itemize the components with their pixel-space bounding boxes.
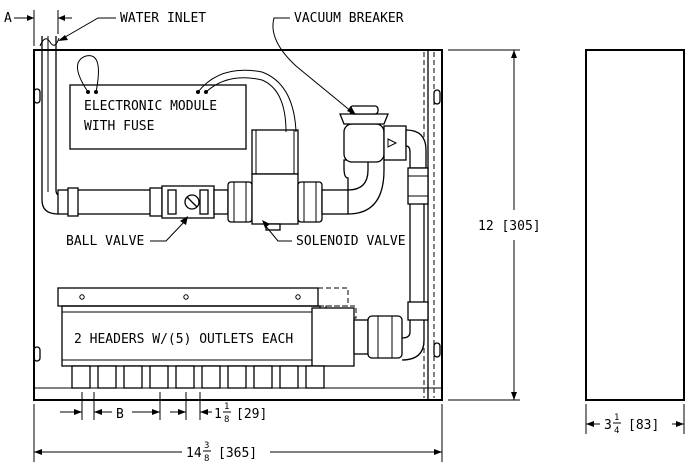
wire xyxy=(197,69,297,133)
side-outline xyxy=(585,49,685,401)
wire xyxy=(77,55,99,93)
outlet xyxy=(123,365,143,389)
outlet xyxy=(71,365,91,389)
solenoid-valve-label: SOLENOID VALVE xyxy=(296,234,406,249)
solenoid-valve-body xyxy=(251,173,299,225)
outlet xyxy=(253,365,273,389)
union xyxy=(407,301,429,321)
outlet xyxy=(279,365,299,389)
breaker-cap xyxy=(339,113,389,125)
hinge-flange xyxy=(427,49,443,401)
outlet xyxy=(97,365,117,389)
elbow xyxy=(405,129,427,169)
dim-a-label: A xyxy=(4,11,12,26)
pipe-segment xyxy=(321,189,349,215)
fitting xyxy=(353,319,369,355)
width-mm: [365] xyxy=(218,446,257,461)
outlet xyxy=(305,365,325,389)
union xyxy=(407,167,429,205)
callouts: A WATER INLET VACUUM BREAKER BALL VALVE … xyxy=(4,10,406,249)
water-inlet-pipe xyxy=(39,36,63,215)
solenoid-inlet-nut xyxy=(227,181,253,223)
down-pipe xyxy=(401,167,429,361)
vacuum-breaker-label: VACUUM BREAKER xyxy=(294,11,404,26)
module-label-line1: ELECTRONIC MODULE xyxy=(84,99,217,114)
coupling xyxy=(67,187,79,217)
electronic-module: ELECTRONIC MODULE WITH FUSE xyxy=(69,55,297,150)
ball-valve-nut xyxy=(167,189,177,215)
dim-b-label: B xyxy=(116,407,124,422)
depth-fraction-num: 1 xyxy=(614,413,619,423)
flow-arrow xyxy=(387,138,398,148)
module-box xyxy=(69,84,247,150)
solenoid-coil xyxy=(251,129,299,175)
mounting-slot xyxy=(433,89,441,105)
depth-fraction-den: 4 xyxy=(614,426,619,436)
spacing-fraction-num: 1 xyxy=(224,402,229,412)
width-fraction-num: 3 xyxy=(204,441,209,451)
union-nut xyxy=(367,315,403,359)
outlet xyxy=(175,365,195,389)
vacuum-breaker xyxy=(339,105,427,169)
module-label-line2: WITH FUSE xyxy=(84,119,154,134)
header-end-cap xyxy=(311,307,355,367)
ball-valve-label: BALL VALVE xyxy=(66,234,144,249)
spacing-whole: 1 xyxy=(214,407,222,422)
depth-mm: [83] xyxy=(628,418,659,433)
mounting-slot xyxy=(33,346,41,362)
outlet xyxy=(149,365,169,389)
headers-label: 2 HEADERS W/(5) OUTLETS EACH xyxy=(74,332,293,347)
spacing-mm: [29] xyxy=(236,407,267,422)
depth-whole: 3 xyxy=(604,418,612,433)
outlets xyxy=(71,365,325,389)
water-inlet-label: WATER INLET xyxy=(120,11,206,26)
mounting-slot xyxy=(33,88,41,104)
height-dimension: 12 [305] xyxy=(478,219,541,234)
supply-line xyxy=(57,159,385,231)
bracket-hidden xyxy=(317,287,349,307)
coupling xyxy=(149,187,163,217)
spacing-fraction-den: 8 xyxy=(224,415,229,425)
width-whole: 14 xyxy=(186,446,202,461)
wire xyxy=(205,77,287,133)
coil-body xyxy=(251,129,299,175)
solenoid-outlet-nut xyxy=(297,181,323,223)
outlet xyxy=(201,365,221,389)
pipe-segment xyxy=(213,189,229,215)
header-assembly: 2 HEADERS W/(5) OUTLETS EACH xyxy=(34,287,442,389)
ball-valve-nut xyxy=(199,189,209,215)
cabinet-side-view xyxy=(585,49,685,401)
dimensions: 12 [305] 14 3 8 [365] B 1 1 8 [ xyxy=(33,49,685,464)
outlet xyxy=(227,365,247,389)
mounting-slot xyxy=(433,342,441,358)
breaker-body xyxy=(343,123,385,163)
width-fraction-den: 8 xyxy=(204,454,209,464)
